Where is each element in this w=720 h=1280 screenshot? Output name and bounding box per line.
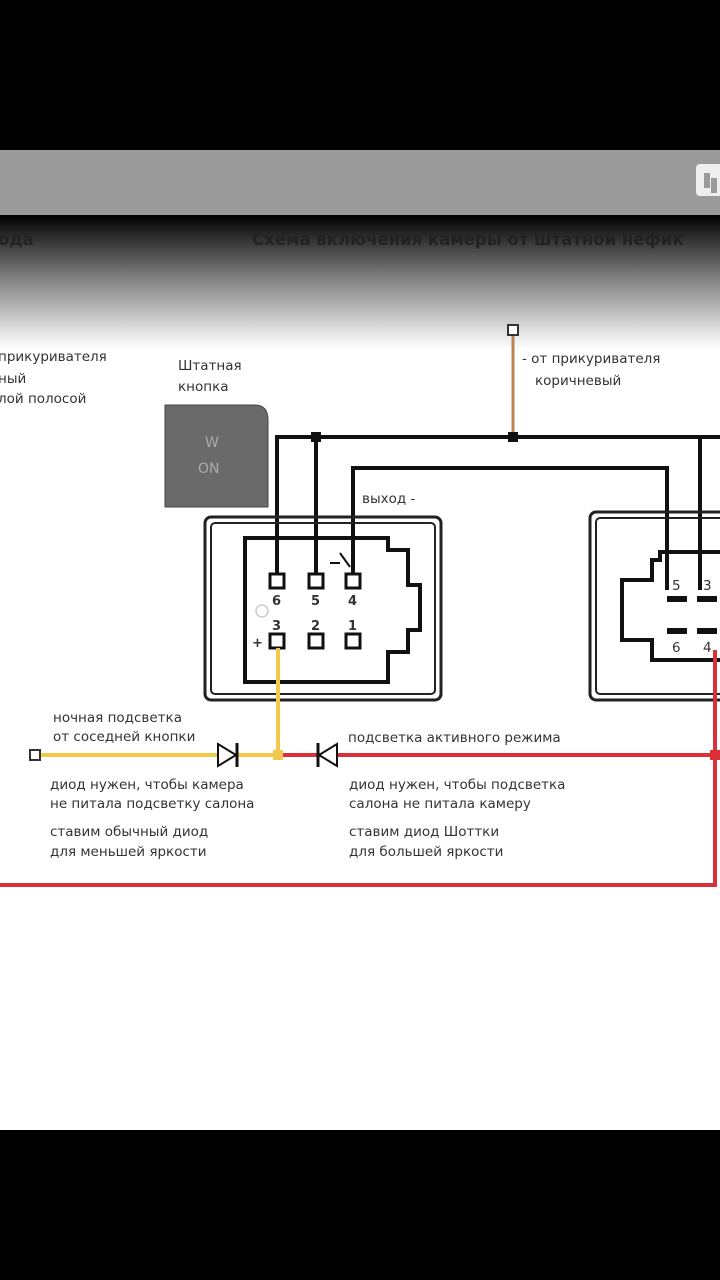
pin-label: 3	[272, 619, 281, 634]
stock-button-label: кнопка	[178, 379, 229, 395]
right-diode-note: салона не питала камеру	[349, 796, 531, 812]
lighter-note: коричневый	[535, 373, 621, 389]
pin-label: 3	[703, 578, 712, 594]
pin-label: 5	[672, 578, 681, 594]
pin-label: 4	[348, 594, 357, 609]
button-connector	[203, 515, 443, 702]
bulb-icon	[255, 604, 269, 618]
button-face-text: ON	[198, 461, 220, 477]
night-light-label: от соседней кнопки	[53, 729, 195, 745]
pin-label: 1	[348, 619, 357, 634]
wire-junction	[508, 432, 518, 442]
viewer-top-bar	[0, 150, 720, 215]
wiring-diagram-image	[0, 215, 720, 1130]
left-diode-note: для меньшей яркости	[50, 844, 207, 860]
night-light-label: ночная подсветка	[53, 710, 182, 726]
stock-button-picture: W ON	[164, 404, 269, 508]
pin-label: 6	[672, 640, 681, 656]
left-diode-note: диод нужен, чтобы камера	[50, 777, 244, 793]
active-mode-label: подсветка активного режима	[348, 730, 561, 746]
left-note-line: ный	[0, 371, 26, 387]
night-light-terminal	[29, 749, 41, 761]
wire-junction	[710, 750, 720, 760]
right-diode-note: диод нужен, чтобы подсветка	[349, 777, 565, 793]
left-note-line: прикуривателя	[0, 349, 107, 365]
left-note-line: лой полосой	[0, 391, 86, 407]
plus-sign: +	[252, 636, 263, 651]
camera-connector	[588, 510, 720, 702]
diagram-title: Схема включения камеры от штатной нефик	[252, 230, 684, 249]
pin-label: 5	[311, 594, 320, 609]
right-diode-note: для большей яркости	[349, 844, 503, 860]
wire-junction	[273, 750, 283, 760]
pin-label: 4	[703, 640, 712, 656]
diode-right	[316, 742, 338, 768]
left-diode-note: не питала подсветку салона	[50, 796, 254, 812]
right-diode-note: ставим диод Шоттки	[349, 824, 499, 840]
left-diode-note: ставим обычный диод	[50, 824, 208, 840]
lighter-note: - от прикуривателя	[522, 351, 660, 367]
diode-left	[217, 742, 239, 768]
pin-label: 6	[272, 594, 281, 609]
wire-junction	[311, 432, 321, 442]
red-wire	[0, 650, 717, 887]
lighter-terminal	[507, 324, 519, 336]
pin-label: 2	[311, 619, 320, 634]
button-face-text: W	[205, 435, 219, 451]
output-label: выход -	[362, 491, 415, 507]
title-fragment: ода	[0, 230, 34, 249]
stock-button-label: Штатная	[178, 358, 242, 374]
app-icon[interactable]	[696, 164, 720, 196]
